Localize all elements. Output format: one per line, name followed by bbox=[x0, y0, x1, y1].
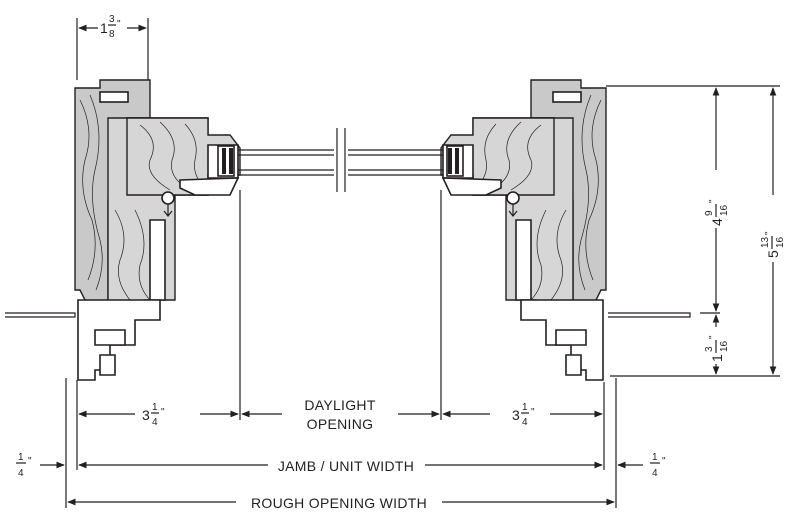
left-channel bbox=[149, 219, 166, 301]
dim-jamb-depth: 1 3 8 " bbox=[76, 14, 149, 80]
svg-text:16: 16 bbox=[719, 340, 730, 352]
svg-text:3: 3 bbox=[704, 346, 715, 352]
svg-text:": " bbox=[161, 407, 165, 418]
svg-text:": " bbox=[662, 456, 666, 467]
svg-text:4: 4 bbox=[18, 468, 24, 479]
right-bottom-clad bbox=[441, 177, 502, 196]
dim-right-sash: 3 bbox=[512, 407, 520, 423]
dim-frame-height: 4 bbox=[709, 218, 725, 226]
svg-text:": " bbox=[117, 19, 121, 30]
glass-unit bbox=[238, 125, 443, 195]
svg-text:16: 16 bbox=[719, 204, 730, 216]
daylight-label-line1: DAYLIGHT bbox=[304, 397, 376, 413]
daylight-label-line2: OPENING bbox=[307, 416, 374, 432]
dim-right-vertical: 5 13 16 " 4 9 16 " 1 3 16 " bbox=[606, 85, 786, 377]
left-jamb-assembly bbox=[5, 79, 241, 381]
dim-jamb-width-row: 1 4 " JAMB / UNIT WIDTH 1 4 " bbox=[16, 452, 666, 479]
dim-rough-opening-row: ROUGH OPENING WIDTH bbox=[67, 495, 615, 511]
right-top-weatherstrip bbox=[552, 91, 582, 103]
rough-opening-width-label: ROUGH OPENING WIDTH bbox=[251, 495, 427, 511]
left-nailing-fin bbox=[5, 312, 76, 318]
dim-left-sash: 3 bbox=[142, 407, 150, 423]
right-hardware-icon bbox=[506, 191, 520, 205]
svg-text:9: 9 bbox=[704, 210, 715, 216]
dim-right-shim: 1 bbox=[652, 452, 658, 463]
svg-text:": " bbox=[531, 407, 535, 418]
right-nailing-fin bbox=[608, 312, 691, 318]
extension-lines bbox=[65, 190, 617, 508]
svg-text:4: 4 bbox=[152, 417, 158, 428]
svg-text:": " bbox=[28, 456, 32, 467]
svg-text:4: 4 bbox=[522, 417, 528, 428]
svg-text:": " bbox=[764, 231, 775, 235]
dim-left-shim: 1 bbox=[18, 452, 24, 463]
svg-text:1: 1 bbox=[152, 402, 158, 413]
svg-text:4: 4 bbox=[652, 468, 658, 479]
jamb-unit-width-label: JAMB / UNIT WIDTH bbox=[278, 458, 414, 474]
dim-lower-height: 1 bbox=[709, 354, 725, 362]
svg-text:8: 8 bbox=[109, 29, 115, 40]
dim-sash-row: 3 1 4 " DAYLIGHT OPENING 3 1 4 " bbox=[78, 397, 603, 432]
svg-text:1: 1 bbox=[522, 402, 528, 413]
svg-text:": " bbox=[708, 199, 719, 203]
svg-text:": " bbox=[708, 335, 719, 339]
left-hardware-icon bbox=[161, 191, 175, 205]
svg-text:13: 13 bbox=[760, 236, 771, 248]
left-top-weatherstrip bbox=[99, 91, 129, 103]
left-bottom-clad bbox=[179, 177, 240, 196]
right-jamb-assembly bbox=[440, 79, 691, 381]
right-channel bbox=[515, 219, 532, 301]
dim-jamb-depth-whole: 1 bbox=[100, 20, 108, 36]
svg-text:3: 3 bbox=[109, 14, 115, 25]
svg-text:16: 16 bbox=[775, 236, 786, 248]
dim-total-height: 5 bbox=[765, 250, 781, 258]
